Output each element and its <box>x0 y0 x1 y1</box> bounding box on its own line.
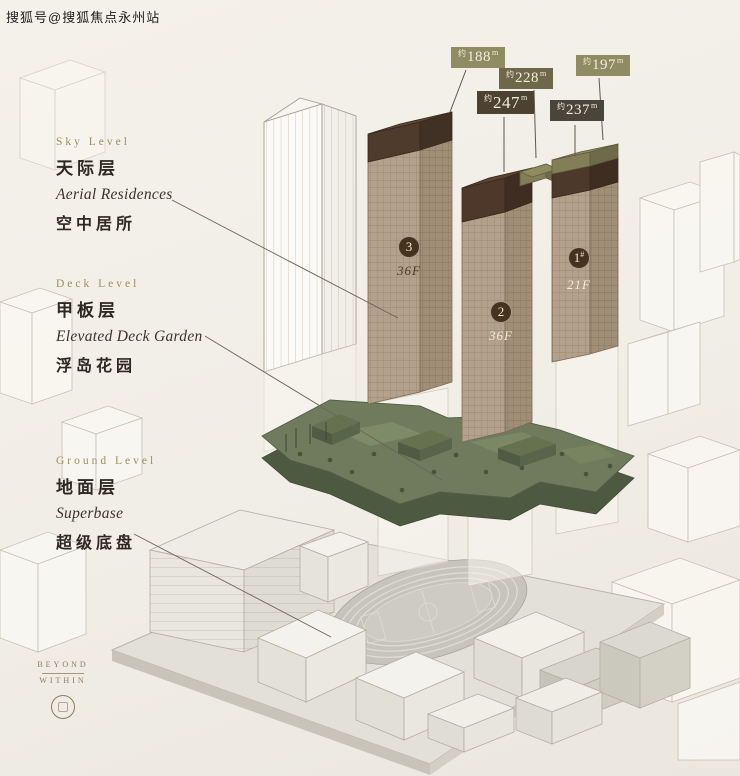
level-title-cn: 天际层 <box>56 159 119 178</box>
level-subtitle-en: Aerial Residences <box>56 186 173 203</box>
project-logo: BEYOND WITHIN <box>34 659 92 719</box>
level-eyebrow: Ground Level <box>56 455 157 467</box>
tower-number-suffix: # <box>580 249 585 259</box>
height-prefix: 约 <box>484 93 492 103</box>
level-eyebrow: Sky Level <box>56 136 130 148</box>
logo-divider <box>42 672 84 674</box>
tower-1-floors: 21F <box>567 277 591 292</box>
watermark: 搜狐号@搜狐焦点永州站 <box>6 10 161 25</box>
level-subtitle-en: Elevated Deck Garden <box>56 328 203 345</box>
height-prefix: 约 <box>458 48 466 58</box>
height-prefix: 约 <box>557 101 565 111</box>
tower-3-badge: 3 <box>398 236 420 258</box>
level-subtitle-cn: 浮岛花园 <box>56 358 137 375</box>
level-label-deck: Deck Level 甲板层 Elevated Deck Garden 浮岛花园 <box>56 278 256 376</box>
logo-word-2: WITHIN <box>39 675 87 685</box>
level-label-ground: Ground Level 地面层 Superbase 超级底盘 <box>56 455 256 553</box>
tower-number: 2 <box>497 304 505 319</box>
tower-3-floors: 36F <box>397 263 421 278</box>
tower-1 <box>551 143 619 363</box>
height-unit: m <box>617 55 624 65</box>
level-title-cn: 地面层 <box>56 478 119 497</box>
superbase-buildings <box>148 509 692 753</box>
height-value: 228 <box>515 70 539 86</box>
height-value: 237 <box>566 102 590 118</box>
white-context-tower <box>263 97 357 453</box>
height-value: 188 <box>467 49 491 65</box>
height-unit: m <box>540 68 547 78</box>
height-unit: m <box>521 92 528 102</box>
tower-number: 1 <box>573 250 581 265</box>
tower-3 <box>367 111 453 405</box>
height-unit: m <box>591 100 598 110</box>
logo-seal-icon <box>51 694 75 719</box>
level-subtitle-cn: 超级底盘 <box>56 535 137 552</box>
height-prefix: 约 <box>583 56 591 66</box>
level-label-sky: Sky Level 天际层 Aerial Residences 空中居所 <box>56 136 256 234</box>
elevated-deck-garden <box>261 399 635 527</box>
height-prefix: 约 <box>506 69 514 79</box>
tower-1-badge: 1# <box>568 247 590 269</box>
tower-number: 3 <box>405 239 413 254</box>
tower-2-badge: 2 <box>490 301 512 323</box>
context-buildings <box>0 59 740 761</box>
level-eyebrow: Deck Level <box>56 278 140 290</box>
level-title-cn: 甲板层 <box>56 301 119 320</box>
level-subtitle-cn: 空中居所 <box>56 216 137 233</box>
tower-2 <box>461 163 560 443</box>
tower-2-floors: 36F <box>489 328 513 343</box>
level-leader-lines <box>133 199 443 638</box>
deck-trees <box>297 451 613 493</box>
height-value: 247 <box>493 93 520 112</box>
height-tag-connector-lines <box>449 69 604 172</box>
height-unit: m <box>492 47 499 57</box>
height-value: 197 <box>592 57 616 73</box>
level-subtitle-en: Superbase <box>56 505 124 522</box>
logo-word-1: BEYOND <box>37 660 89 669</box>
